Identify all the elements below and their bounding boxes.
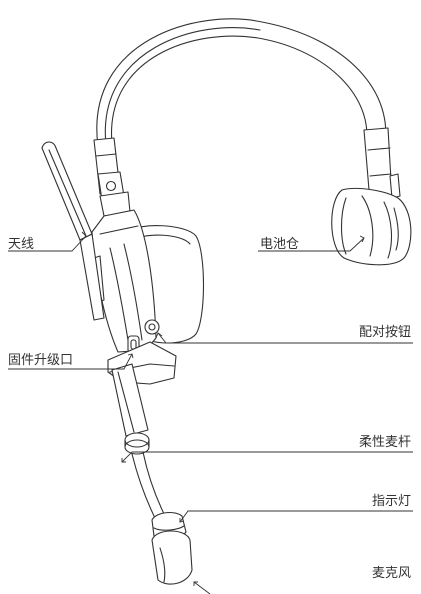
flexible-boom <box>131 451 167 521</box>
boom-swivel <box>107 341 177 437</box>
leader-lines <box>8 231 413 594</box>
label-microphone: 麦克风 <box>371 566 411 581</box>
antenna <box>41 141 105 321</box>
label-firmware-port: 固件升级口 <box>8 353 74 368</box>
left-slider <box>93 137 131 217</box>
label-flexible-boom: 柔性麦杆 <box>358 435 411 450</box>
label-battery-compartment: 电池仓 <box>260 237 300 252</box>
leader-arrow <box>81 231 87 241</box>
label-pair-button: 配对按钮 <box>358 325 411 340</box>
pair-button <box>144 319 160 335</box>
label-indicator-light: 指示灯 <box>371 494 411 509</box>
boom-collar <box>124 432 150 455</box>
battery-compartment <box>331 187 412 266</box>
microphone-capsule <box>151 530 193 585</box>
label-antenna: 天线 <box>8 237 35 252</box>
headband <box>96 18 387 151</box>
